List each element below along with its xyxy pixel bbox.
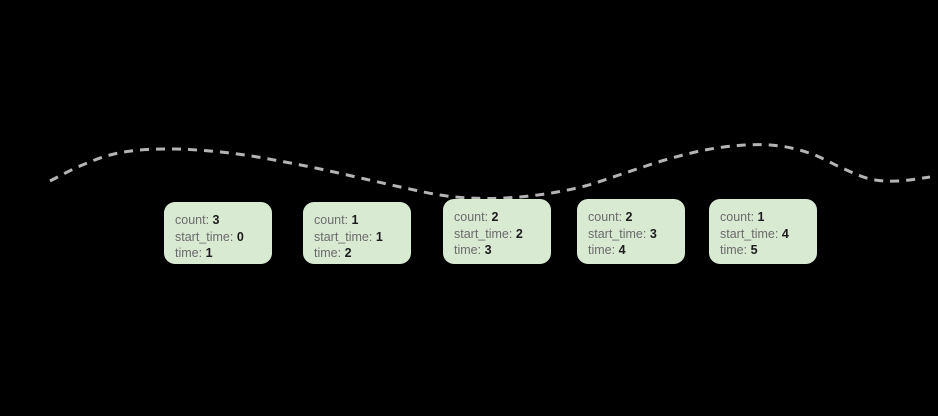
- node-count-value: 3: [212, 213, 220, 227]
- node-row-time: time: 1: [175, 245, 261, 262]
- node-time-label: time:: [454, 243, 482, 257]
- node-row-start-time: start_time: 2: [454, 226, 540, 243]
- node-start-time-label: start_time:: [720, 226, 779, 241]
- node-start-time-value: 4: [781, 226, 789, 241]
- node-time-value: 2: [344, 246, 352, 260]
- node-row-start-time: start_time: 3: [588, 226, 674, 243]
- node-count-label: count:: [454, 210, 489, 224]
- node-row-count: count: 1: [720, 209, 806, 226]
- node-time-value: 1: [205, 246, 213, 260]
- node-start-time-value: 0: [236, 229, 244, 244]
- node-count-label: count:: [175, 213, 210, 227]
- node-count-value: 2: [625, 210, 633, 224]
- node-start-time-label: start_time:: [454, 226, 513, 241]
- node-time-value: 5: [750, 243, 758, 257]
- node-start-time-value: 3: [649, 226, 657, 241]
- node-start-time-label: start_time:: [175, 229, 234, 244]
- node-time-label: time:: [314, 246, 342, 260]
- node-start-time-value: 1: [375, 229, 383, 244]
- node-count-label: count:: [314, 213, 349, 227]
- node-row-start-time: start_time: 1: [314, 229, 400, 246]
- node-row-count: count: 2: [454, 209, 540, 226]
- node-row-count: count: 1: [314, 212, 400, 229]
- node-row-count: count: 3: [175, 212, 261, 229]
- node-time-value: 3: [484, 243, 492, 257]
- node-count-value: 1: [351, 213, 359, 227]
- node-time-label: time:: [720, 243, 748, 257]
- node-row-time: time: 2: [314, 245, 400, 262]
- node-row-time: time: 4: [588, 242, 674, 259]
- node-row-start-time: start_time: 0: [175, 229, 261, 246]
- node-count-value: 1: [757, 210, 765, 224]
- node-start-time-label: start_time:: [588, 226, 647, 241]
- node-time-value: 4: [618, 243, 626, 257]
- node-row-time: time: 5: [720, 242, 806, 259]
- node-count-label: count:: [720, 210, 755, 224]
- node-row-time: time: 3: [454, 242, 540, 259]
- node-time-label: time:: [588, 243, 616, 257]
- node-row-start-time: start_time: 4: [720, 226, 806, 243]
- node-time-label: time:: [175, 246, 203, 260]
- node-row-count: count: 2: [588, 209, 674, 226]
- node-start-time-label: start_time:: [314, 229, 373, 244]
- node-start-time-value: 2: [515, 226, 523, 241]
- node-count-label: count:: [588, 210, 623, 224]
- node-count-value: 2: [491, 210, 499, 224]
